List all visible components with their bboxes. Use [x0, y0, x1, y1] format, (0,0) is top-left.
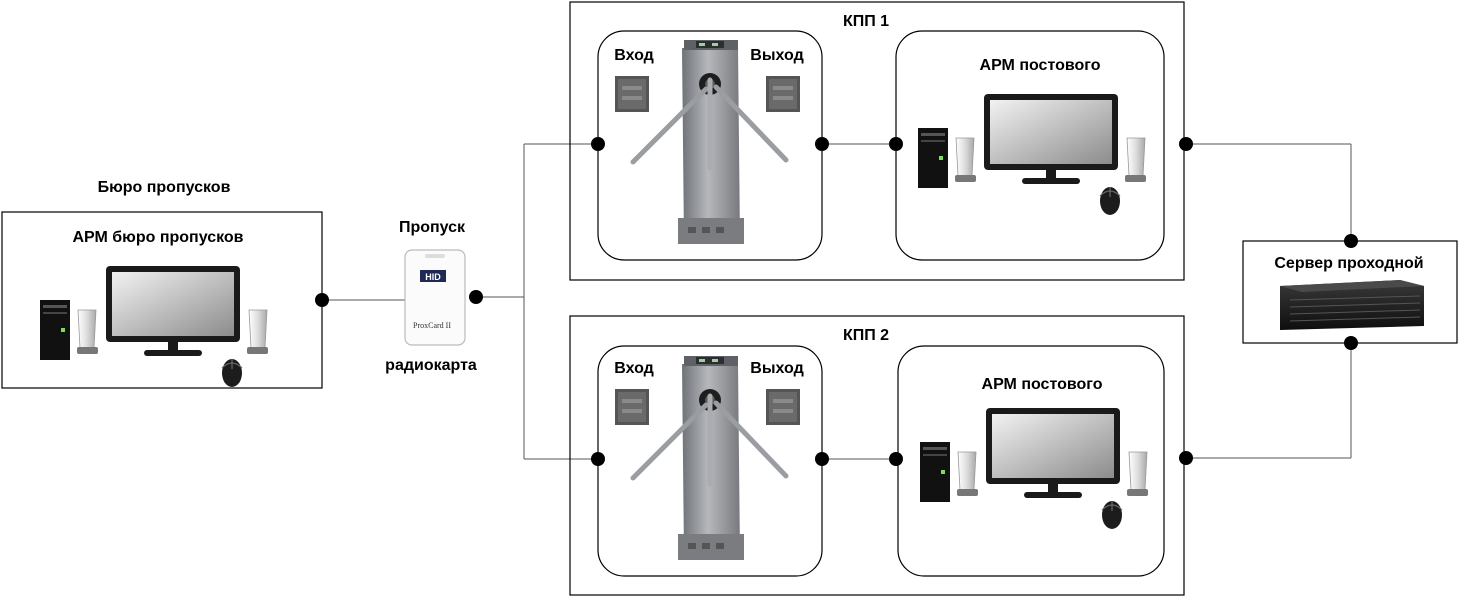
node-server-bottom — [1344, 336, 1358, 350]
card-model: ProxCard II — [413, 321, 451, 330]
checkpoint-1-exit-label: Выход — [750, 47, 803, 64]
checkpoint-1-entry-reader-icon — [615, 76, 649, 112]
checkpoint-2-exit-label: Выход — [750, 360, 803, 377]
checkpoint-2: КПП 2 Вход Выход АРМ постового — [569, 315, 1185, 596]
checkpoint-2-workstation-label: АРМ постового — [982, 376, 1103, 393]
node-kpp2-turnstile-out — [815, 452, 829, 466]
checkpoint-2-entry-reader-icon — [615, 389, 649, 425]
checkpoint-1: КПП 1 Вход Выход АРМ постового — [569, 1, 1185, 281]
node-bureau — [315, 293, 329, 307]
checkpoint-2-entry-label: Вход — [614, 360, 654, 377]
node-kpp2-out — [1179, 451, 1193, 465]
node-pass — [469, 290, 483, 304]
node-kpp1-in — [591, 137, 605, 151]
node-kpp2-in — [591, 452, 605, 466]
server-title: Сервер проходной — [1274, 255, 1423, 272]
proximity-card-icon: HID ProxCard II — [404, 249, 466, 346]
card-brand: HID — [425, 272, 441, 282]
pass-card-group: Пропуск HID ProxCard II радиокарта — [385, 219, 477, 374]
bureau-workstation-icon — [39, 265, 269, 388]
pass-caption: радиокарта — [385, 357, 477, 374]
bureau-title: Бюро пропусков — [98, 179, 231, 196]
checkpoint-server: Сервер проходной — [1242, 240, 1458, 344]
checkpoint-2-title: КПП 2 — [843, 327, 889, 344]
checkpoint-1-exit-reader-icon — [766, 76, 800, 112]
connection-nodes — [315, 137, 1358, 466]
node-kpp1-turnstile-out — [815, 137, 829, 151]
server-icon — [1280, 280, 1424, 330]
node-kpp1-workstation-in — [889, 137, 903, 151]
checkpoint-1-entry-label: Вход — [614, 47, 654, 64]
checkpoint-2-exit-reader-icon — [766, 389, 800, 425]
node-kpp1-out — [1179, 137, 1193, 151]
checkpoint-1-title: КПП 1 — [843, 13, 889, 30]
checkpoint-1-workstation-label: АРМ постового — [980, 57, 1101, 74]
node-kpp2-workstation-in — [889, 452, 903, 466]
bureau-workstation-label: АРМ бюро пропусков — [72, 229, 243, 246]
node-server-top — [1344, 234, 1358, 248]
pass-title: Пропуск — [399, 219, 466, 236]
connection-lines — [322, 143, 1352, 460]
pass-bureau: Бюро пропусков АРМ бюро пропусков — [1, 179, 323, 389]
